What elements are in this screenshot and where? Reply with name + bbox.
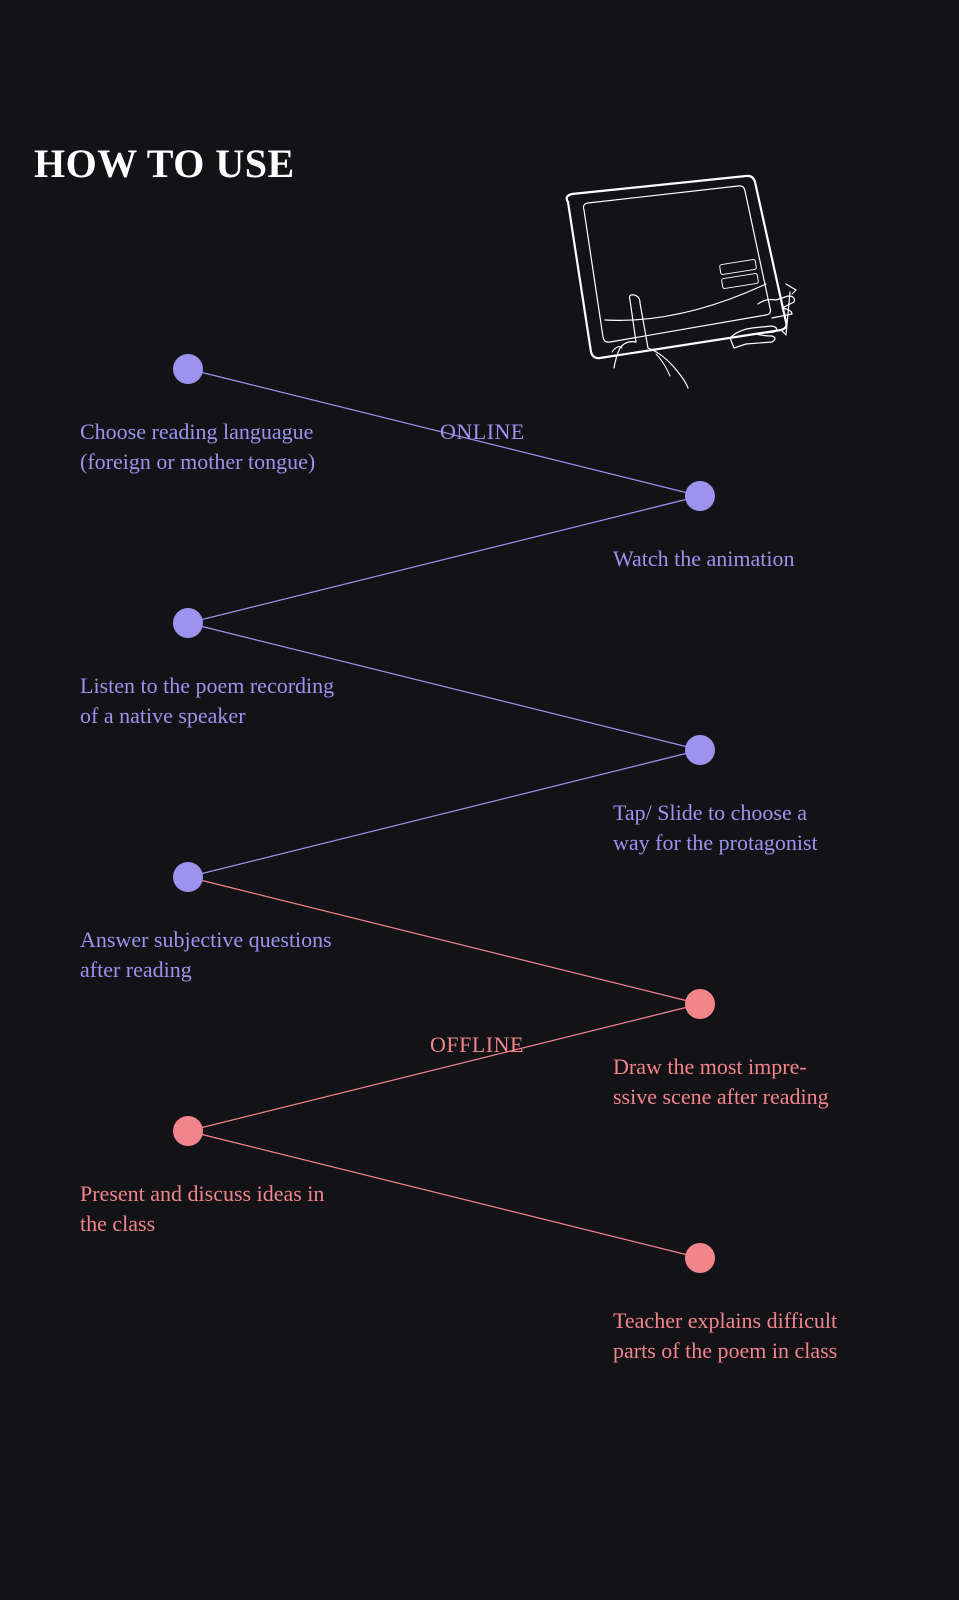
connector-lines (187, 368, 701, 1259)
step-label: Choose reading languague (foreign or moth… (80, 417, 315, 477)
step-label-line: Listen to the poem recording (80, 673, 335, 698)
step-label-line: Teacher explains difficult (613, 1308, 838, 1333)
step-node (173, 354, 203, 384)
step-label: Draw the most impre-ssive scene after re… (613, 1052, 829, 1112)
step-label: Present and discuss ideas in the class (80, 1179, 324, 1239)
tablet-button-2 (721, 273, 759, 289)
hand-holding (757, 295, 795, 319)
phase-label-online: ONLINE (440, 419, 525, 444)
tablet-button-1 (719, 259, 757, 275)
page-title: HOW TO USE (34, 141, 295, 186)
connector-line (187, 1003, 701, 1132)
tablet-body (565, 174, 788, 360)
step-label: Answer subjective questions after reading (80, 925, 332, 985)
step-label-line: way for the protagonist (613, 830, 818, 855)
connector-line (187, 495, 701, 624)
step-node (685, 735, 715, 765)
tablet-hand-icon (565, 174, 797, 389)
step-node (685, 1243, 715, 1273)
step-nodes (173, 354, 715, 1273)
step-label-line: Tap/ Slide to choose a (613, 800, 807, 825)
step-label: Tap/ Slide to choose a way for the protag… (613, 798, 818, 858)
step-label-line: (foreign or mother tongue) (80, 449, 316, 474)
step-label-line: Answer subjective questions (80, 927, 332, 952)
step-node (173, 608, 203, 638)
step-label-line: the class (80, 1211, 156, 1236)
connector-line (187, 1130, 701, 1259)
step-label: Teacher explains difficult parts of the p… (613, 1306, 837, 1366)
connector-line (187, 749, 701, 878)
step-node (685, 481, 715, 511)
step-label: Listen to the poem recording of a native … (80, 671, 334, 731)
connector-line (187, 876, 701, 1005)
step-node (173, 1116, 203, 1146)
step-label: Watch the animation (613, 544, 795, 574)
step-label-line: after reading (80, 957, 192, 982)
step-node (173, 862, 203, 892)
connector-line (187, 368, 701, 497)
step-node (685, 989, 715, 1019)
step-label-line: Draw the most impre- (613, 1054, 807, 1079)
step-label-line: Watch the animation (613, 546, 795, 571)
step-label-line: parts of the poem in class (613, 1338, 838, 1363)
tablet-screen (582, 185, 772, 343)
hand-pointing (628, 294, 689, 389)
step-label-line: Choose reading languague (80, 419, 314, 444)
phase-label-offline: OFFLINE (430, 1032, 524, 1057)
step-label-line: ssive scene after reading (613, 1084, 829, 1109)
connector-line (187, 622, 701, 751)
step-label-line: Present and discuss ideas in (80, 1181, 325, 1206)
step-label-line: of a native speaker (80, 703, 246, 728)
